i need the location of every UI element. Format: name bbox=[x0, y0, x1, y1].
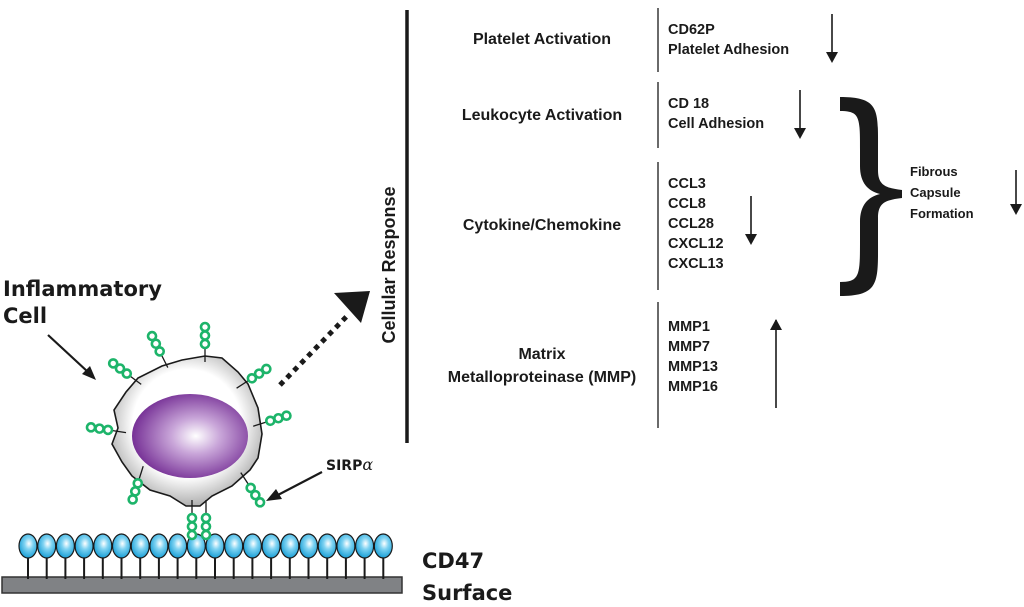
category-row: Platelet Activation CD62P Platelet Adhesio… bbox=[473, 8, 838, 72]
sirpa-receptor bbox=[199, 321, 211, 362]
cd47-label: CD47 bbox=[422, 549, 484, 573]
response-axis-title: Cellular Response bbox=[379, 186, 399, 343]
category-name: Leukocyte Activation bbox=[462, 107, 622, 124]
sirpa-receptors bbox=[85, 321, 292, 541]
cd47-molecule bbox=[242, 533, 262, 579]
cd47-molecule bbox=[280, 533, 300, 579]
cd47-molecule bbox=[355, 533, 375, 579]
cell-label: Inflammatory bbox=[3, 277, 162, 301]
sirpa-receptor bbox=[146, 330, 169, 368]
trend-up-arrow-icon bbox=[770, 319, 782, 408]
sirpa-label: SIRPα bbox=[326, 455, 373, 474]
inflammatory-cell bbox=[111, 355, 263, 507]
cd47-molecule bbox=[55, 533, 76, 579]
sirpa-receptor bbox=[200, 500, 212, 541]
trend-down-arrow-icon bbox=[745, 196, 757, 245]
marker-label: CXCL12 bbox=[668, 236, 724, 252]
cd47-molecule bbox=[205, 533, 225, 579]
trend-down-arrow-icon bbox=[794, 90, 806, 139]
cd47-molecule bbox=[224, 533, 244, 579]
outcome-line-3: Formation bbox=[910, 206, 974, 221]
cd47-molecule bbox=[336, 533, 356, 579]
marker-label: CD62P bbox=[668, 22, 715, 38]
cell-pointer-arrow bbox=[47, 334, 96, 380]
trend-down-arrow-icon bbox=[826, 14, 838, 63]
marker-label: CD 18 bbox=[668, 96, 709, 112]
category-name: Cytokine/Chemokine bbox=[463, 217, 621, 234]
curly-brace bbox=[840, 97, 902, 296]
cd47-molecule bbox=[74, 533, 94, 579]
outcome-trend-down-arrow bbox=[1010, 170, 1022, 215]
surface-bar bbox=[1, 576, 403, 594]
cd47-molecule bbox=[168, 533, 188, 579]
marker-label: MMP7 bbox=[668, 339, 710, 355]
cell-label-line2: Cell bbox=[3, 304, 47, 328]
marker-label: CCL3 bbox=[668, 176, 706, 192]
marker-label: Cell Adhesion bbox=[668, 116, 764, 132]
sirpa-receptor bbox=[236, 363, 272, 389]
sirpa-receptor bbox=[85, 422, 127, 436]
marker-label: MMP1 bbox=[668, 319, 710, 335]
category-name: Matrix bbox=[518, 346, 565, 363]
cd47-molecule bbox=[18, 533, 38, 579]
response-categories: Platelet Activation CD62P Platelet Adhesio… bbox=[448, 8, 838, 428]
response-dotted-arrow bbox=[278, 291, 370, 387]
category-row: Leukocyte Activation CD 18 Cell Adhesion bbox=[462, 82, 806, 148]
marker-label: MMP13 bbox=[668, 359, 718, 375]
sirpa-receptor bbox=[186, 500, 198, 541]
cd47-molecule bbox=[186, 533, 206, 579]
sirpa-receptor bbox=[127, 466, 144, 505]
cd47-molecule bbox=[130, 533, 150, 579]
category-row: Cytokine/Chemokine CCL3CCL8CCL28CXCL12CXC… bbox=[463, 162, 757, 290]
outcome-line-1: Fibrous bbox=[910, 164, 958, 179]
sirpa-receptor bbox=[240, 472, 266, 508]
marker-label: Platelet Adhesion bbox=[668, 42, 789, 58]
outcome: Fibrous Capsule Formation bbox=[910, 164, 1022, 221]
marker-label: MMP16 bbox=[668, 379, 718, 395]
outcome-line-2: Capsule bbox=[910, 185, 961, 200]
marker-label: CCL28 bbox=[668, 216, 714, 232]
sirpa-receptor bbox=[253, 410, 292, 427]
cd47-molecule bbox=[37, 533, 57, 579]
cd47-molecule bbox=[373, 533, 393, 579]
nucleus bbox=[132, 394, 248, 478]
marker-label: CCL8 bbox=[668, 196, 706, 212]
cd47-molecules bbox=[18, 533, 393, 579]
sirpa-receptor bbox=[107, 358, 142, 385]
cd47-molecule bbox=[93, 533, 113, 579]
sirpa-pointer-arrow bbox=[266, 471, 323, 501]
category-name: Metalloproteinase (MMP) bbox=[448, 369, 636, 386]
cd47-molecule bbox=[261, 533, 281, 579]
cd47-molecule bbox=[298, 533, 319, 579]
cd47-molecule bbox=[317, 533, 337, 579]
category-name: Platelet Activation bbox=[473, 31, 611, 48]
marker-label: CXCL13 bbox=[668, 256, 724, 272]
cd47-molecule bbox=[111, 533, 132, 579]
cd47-molecule bbox=[149, 533, 169, 579]
surface-label: Surface bbox=[422, 581, 512, 605]
